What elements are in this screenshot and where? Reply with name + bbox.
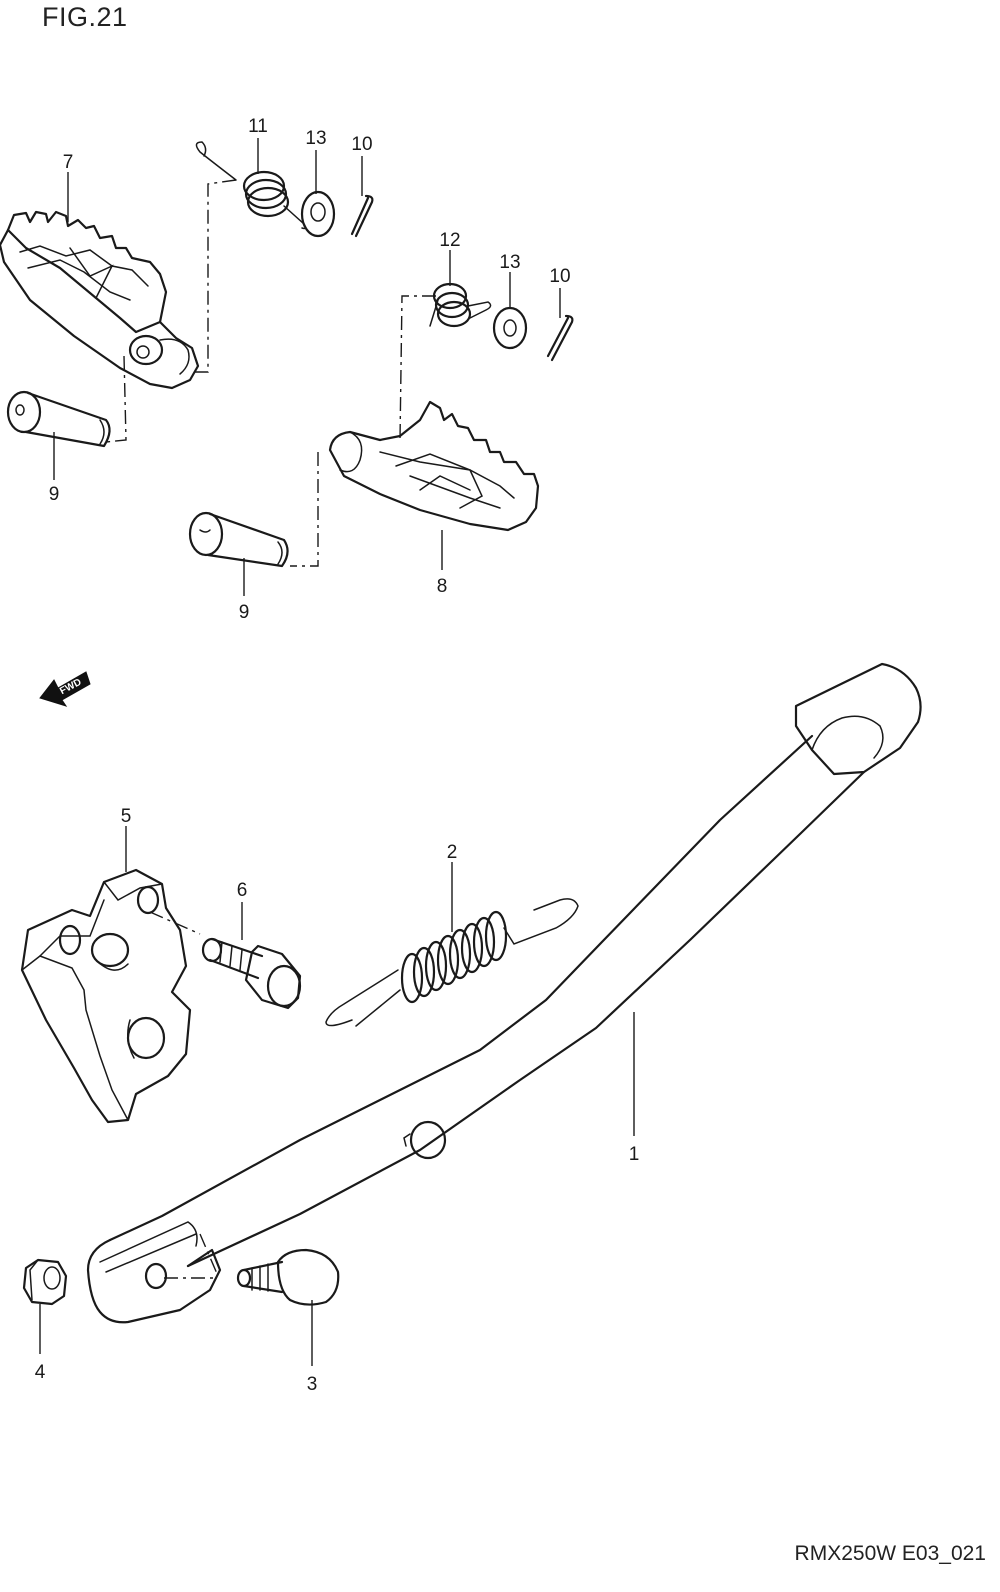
bolt-3-icon: [236, 1248, 340, 1306]
spring-12-icon: [429, 282, 492, 328]
callout-6: 6: [237, 880, 248, 901]
callout-3: 3: [307, 1374, 318, 1395]
washer-13b-icon: [492, 306, 528, 350]
callout-4: 4: [35, 1362, 46, 1383]
callout-5: 5: [121, 806, 132, 827]
callout-leaders: [39, 138, 635, 1366]
fwd-arrow-icon: FWD: [39, 671, 91, 707]
bracket-icon: [20, 868, 192, 1124]
side-stand-icon: [86, 662, 922, 1324]
bolt-6-icon: [201, 937, 302, 1010]
nut-icon: [22, 1258, 68, 1306]
callout-2: 2: [447, 842, 458, 863]
alignment-lines: [105, 179, 436, 1279]
callout-1: 1: [629, 1144, 640, 1165]
cotter-pin-10a-icon: [350, 194, 374, 238]
callout-13b: 13: [499, 252, 520, 273]
pin-left-icon: [6, 390, 111, 448]
cotter-pin-10b-icon: [546, 314, 574, 362]
callout-11: 11: [248, 116, 268, 137]
washer-13a-icon: [300, 190, 336, 238]
footrest-right-icon: [328, 400, 540, 532]
figure-code: RMX250W E03_021: [794, 1542, 986, 1565]
callout-13a: 13: [305, 128, 326, 149]
callout-10b: 10: [549, 266, 570, 287]
footrest-left-icon: [0, 210, 200, 390]
spring-2-icon: [325, 898, 579, 1027]
callout-numbers: 1 2 3 4 5 6 7 8 9 9 10 10 11 12 13 13: [35, 116, 640, 1395]
callout-9b: 9: [239, 602, 250, 623]
callout-8: 8: [437, 576, 448, 597]
callout-10a: 10: [351, 134, 372, 155]
spring-11-icon: [195, 141, 307, 230]
pin-right-icon: [188, 511, 289, 568]
callout-12: 12: [439, 230, 460, 251]
figure-title: FIG.21: [42, 2, 128, 32]
callout-9a: 9: [49, 484, 60, 505]
callout-7: 7: [63, 152, 74, 173]
